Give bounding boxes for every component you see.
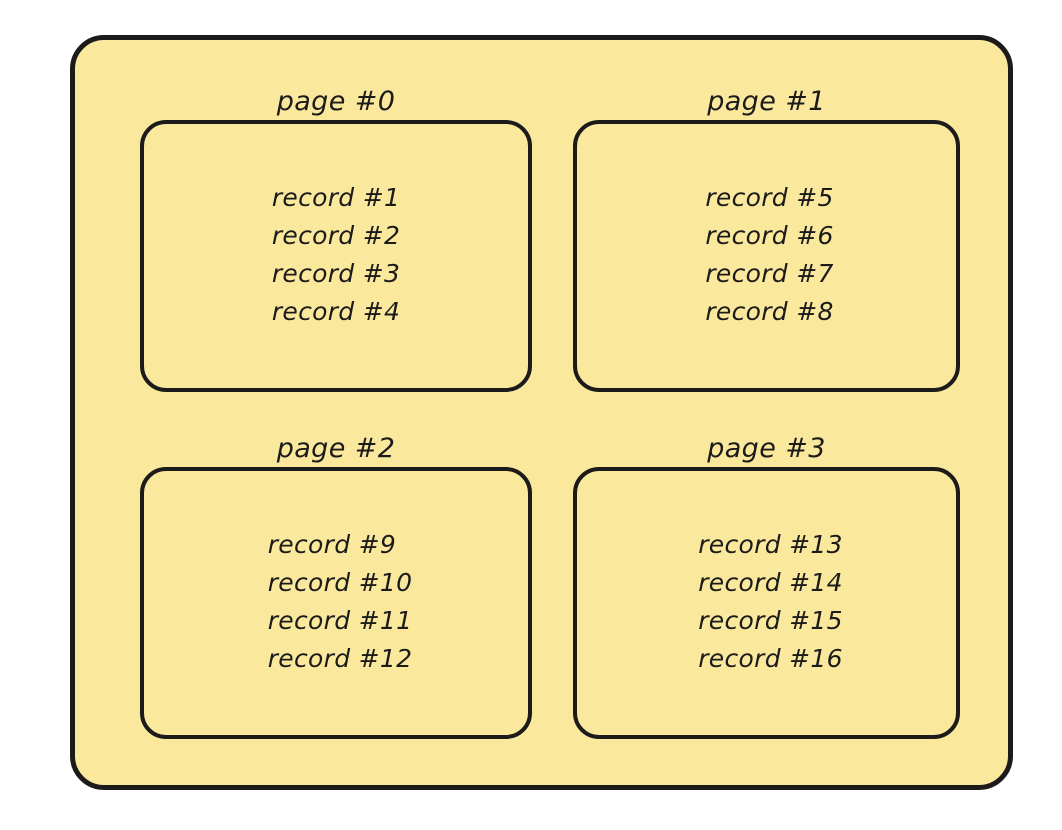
page-box-0[interactable]: record #1 record #2 record #3 record #4 bbox=[140, 120, 532, 392]
page-label-2: page #2 bbox=[276, 433, 396, 464]
record-item: record #7 bbox=[705, 259, 834, 288]
record-list-1: record #5 record #6 record #7 record #8 bbox=[577, 179, 956, 331]
page-group-2[interactable]: page #2 record #9 record #10 record #11 … bbox=[140, 432, 532, 782]
page-label-0: page #0 bbox=[276, 86, 396, 117]
page-box-1[interactable]: record #5 record #6 record #7 record #8 bbox=[573, 120, 960, 392]
record-item: record #9 bbox=[267, 530, 397, 559]
page-label-1: page #1 bbox=[707, 86, 826, 117]
record-item: record #14 bbox=[698, 568, 843, 597]
record-list-3: record #13 record #14 record #15 record … bbox=[577, 526, 956, 678]
record-item: record #11 bbox=[267, 606, 413, 635]
record-item: record #3 bbox=[271, 259, 401, 288]
page-box-2[interactable]: record #9 record #10 record #11 record #… bbox=[140, 467, 532, 739]
record-item: record #4 bbox=[271, 297, 401, 326]
record-item: record #16 bbox=[698, 644, 843, 673]
page-group-1[interactable]: page #1 record #5 record #6 record #7 re… bbox=[573, 85, 960, 435]
record-list-0: record #1 record #2 record #3 record #4 bbox=[144, 179, 528, 331]
record-item: record #12 bbox=[267, 644, 413, 673]
page-group-0[interactable]: page #0 record #1 record #2 record #3 re… bbox=[140, 85, 532, 435]
page-box-3[interactable]: record #13 record #14 record #15 record … bbox=[573, 467, 960, 739]
record-item: record #1 bbox=[271, 183, 401, 212]
record-item: record #5 bbox=[705, 183, 834, 212]
record-item: record #15 bbox=[698, 606, 843, 635]
page-label-3: page #3 bbox=[707, 433, 826, 464]
page-group-3[interactable]: page #3 record #13 record #14 record #15… bbox=[573, 432, 960, 782]
record-item: record #6 bbox=[705, 221, 834, 250]
outer-container: page #0 record #1 record #2 record #3 re… bbox=[70, 35, 1013, 790]
record-list-2: record #9 record #10 record #11 record #… bbox=[144, 526, 528, 678]
record-item: record #10 bbox=[267, 568, 413, 597]
record-item: record #13 bbox=[698, 530, 843, 559]
record-item: record #8 bbox=[705, 297, 834, 326]
record-item: record #2 bbox=[271, 221, 401, 250]
